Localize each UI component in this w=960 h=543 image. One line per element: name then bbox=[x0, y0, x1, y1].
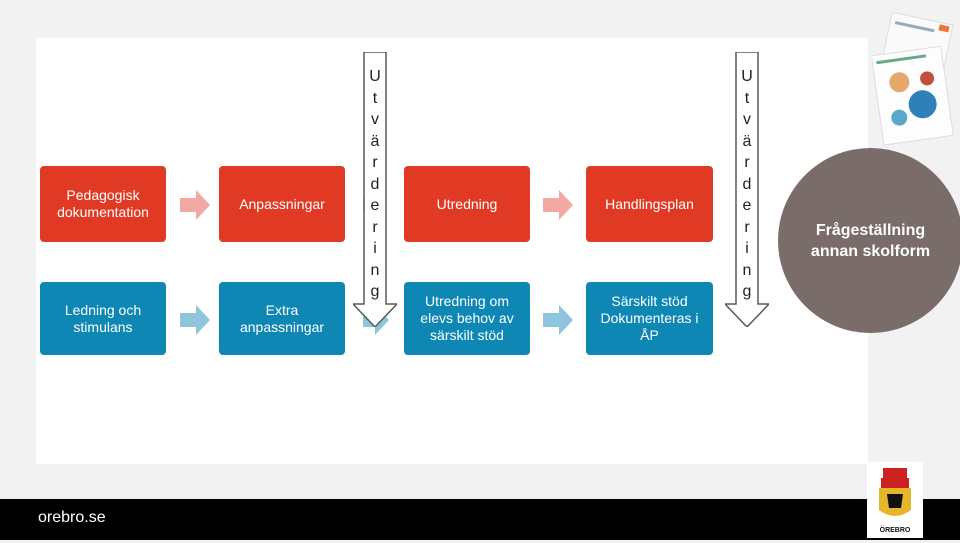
letter: ä bbox=[742, 132, 752, 150]
box-anpassningar: Anpassningar bbox=[219, 166, 345, 242]
letter: r bbox=[372, 218, 378, 236]
box-sarskilt-stod: Särskilt stöd Dokumenteras i ÅP bbox=[586, 282, 713, 355]
box-label: Handlingsplan bbox=[605, 195, 694, 212]
down-arrow-icon bbox=[725, 52, 769, 327]
box-handlingsplan: Handlingsplan bbox=[586, 166, 713, 242]
box-label: Utredning bbox=[436, 195, 498, 212]
box-label: Utredning om elevs behov av särskilt stö… bbox=[420, 293, 514, 343]
letter: e bbox=[742, 197, 752, 214]
content-panel bbox=[36, 38, 868, 464]
box-label: Pedagogisk dokumentation bbox=[57, 187, 149, 220]
letter: r bbox=[372, 154, 378, 171]
arrow-right-icon bbox=[180, 190, 210, 220]
vertical-word-utvardering: U t v ä r d e r i n g bbox=[364, 66, 386, 303]
letter: d bbox=[742, 175, 752, 193]
logo-text: ÖREBRO bbox=[880, 525, 911, 534]
letter: g bbox=[742, 283, 752, 300]
letter: n bbox=[742, 261, 752, 279]
down-arrow-icon bbox=[353, 52, 397, 327]
letter: d bbox=[370, 175, 380, 193]
arrow-right-icon bbox=[180, 305, 210, 335]
box-label: Extra anpassningar bbox=[239, 301, 325, 335]
orebro-logo: ÖREBRO bbox=[867, 462, 923, 538]
letter: e bbox=[370, 197, 380, 214]
question-circle: Frågeställning annan skolform bbox=[778, 148, 960, 333]
box-utredning-elevs-behov: Utredning om elevs behov av särskilt stö… bbox=[404, 282, 530, 355]
letter: U bbox=[369, 68, 381, 85]
letter: U bbox=[741, 68, 753, 85]
box-label: Anpassningar bbox=[239, 195, 325, 212]
letter: ä bbox=[370, 132, 380, 150]
arrow-right-icon bbox=[543, 305, 573, 335]
box-label: Ledning och stimulans bbox=[64, 301, 142, 335]
letter: t bbox=[372, 89, 378, 107]
box-pedagogisk-dokumentation: Pedagogisk dokumentation bbox=[40, 166, 166, 242]
letter: v bbox=[743, 111, 751, 128]
vertical-word-utvardering: U t v ä r d e r i n g bbox=[736, 66, 758, 303]
box-ledning-och-stimulans: Ledning och stimulans bbox=[40, 282, 166, 355]
box-utredning: Utredning bbox=[404, 166, 530, 242]
circle-label: Frågeställning annan skolform bbox=[810, 221, 931, 260]
footer-bar bbox=[0, 499, 960, 540]
letter: g bbox=[370, 283, 380, 300]
letter: i bbox=[373, 240, 377, 257]
letter: t bbox=[744, 89, 750, 107]
box-extra-anpassningar: Extra anpassningar bbox=[219, 282, 345, 355]
letter: r bbox=[744, 154, 750, 171]
coat-of-arms-icon: ÖREBRO bbox=[879, 468, 911, 534]
arrow-right-icon bbox=[543, 190, 573, 220]
footer-site[interactable]: orebro.se bbox=[38, 509, 106, 526]
letter: i bbox=[745, 240, 749, 257]
letter: r bbox=[744, 218, 750, 236]
brochure-images bbox=[872, 11, 954, 146]
letter: v bbox=[371, 111, 379, 128]
letter: n bbox=[370, 261, 380, 279]
box-label: Särskilt stöd Dokumenteras i ÅP bbox=[600, 293, 699, 343]
